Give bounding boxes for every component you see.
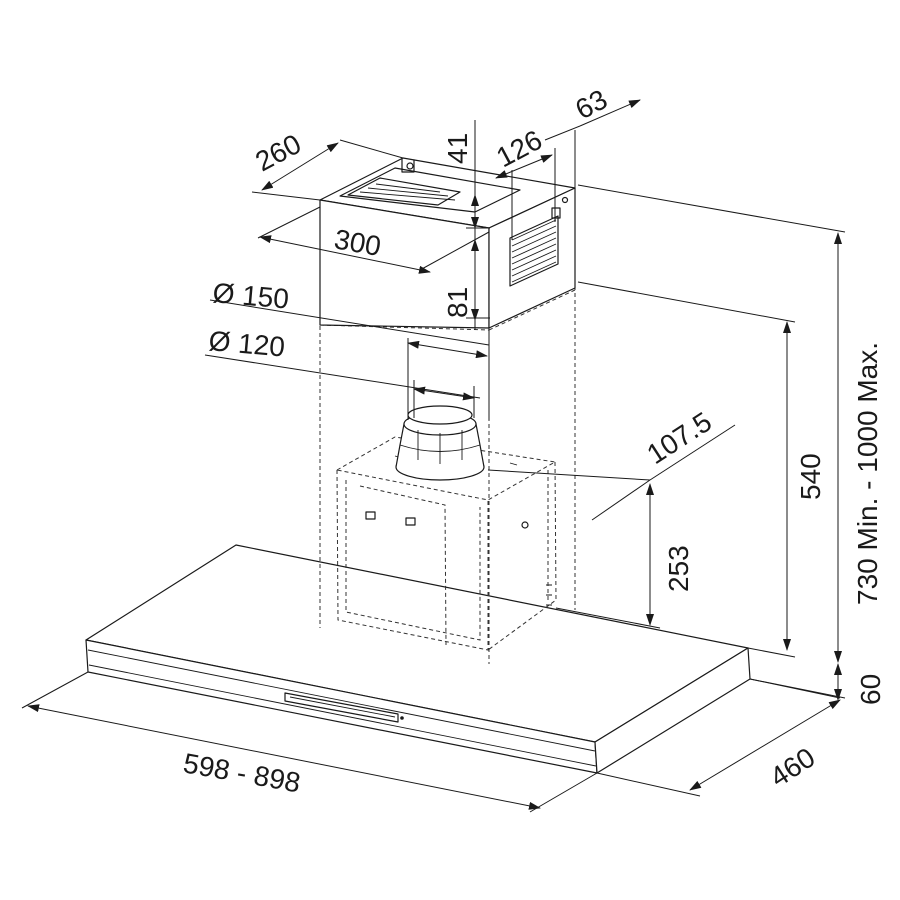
- dim-duct-offset: 107.5: [487, 406, 736, 521]
- dim-motor-height: 253: [555, 483, 694, 629]
- duct-spigot: [395, 405, 485, 481]
- label-63: 63: [570, 83, 612, 125]
- dim-chimney-height: 540: [577, 281, 826, 658]
- dim-top-offset: 41: [442, 120, 490, 330]
- dim-bracket-height: 81: [442, 239, 490, 321]
- label-41: 41: [442, 133, 473, 164]
- label-260: 260: [250, 128, 306, 177]
- label-60: 60: [855, 674, 886, 705]
- dim-total-height: 730 Min. - 1000 Max.: [577, 184, 883, 699]
- label-598-898: 598 - 898: [181, 747, 303, 798]
- label-730-1000: 730 Min. - 1000 Max.: [852, 342, 883, 605]
- label-dia-120: Ø 120: [207, 325, 286, 363]
- label-460: 460: [764, 742, 820, 793]
- dim-bracket-depth: 63: [544, 83, 641, 188]
- dim-outer-duct: Ø 150: [209, 277, 490, 420]
- label-253: 253: [663, 545, 694, 592]
- label-dia-150: Ø 150: [211, 277, 290, 315]
- indicator-led: [400, 716, 404, 720]
- label-81: 81: [442, 287, 473, 318]
- dim-canopy-height: 60: [834, 663, 886, 705]
- label-126: 126: [491, 124, 547, 173]
- label-540: 540: [795, 453, 826, 500]
- label-107-5: 107.5: [641, 406, 717, 470]
- dim-inner-duct: Ø 120: [204, 325, 481, 418]
